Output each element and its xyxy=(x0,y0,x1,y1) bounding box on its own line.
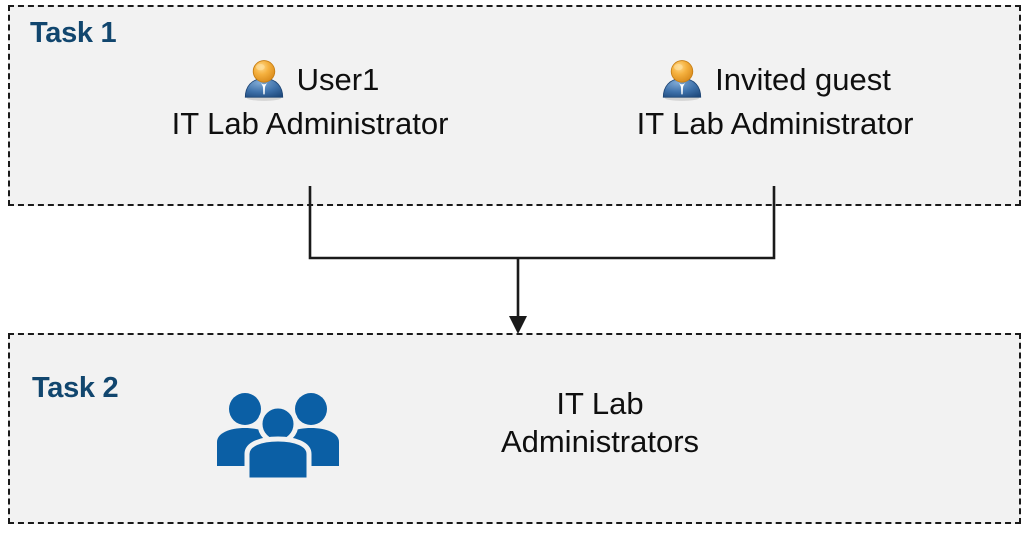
task-2-label: Task 2 xyxy=(32,372,119,404)
down-arrow-icon xyxy=(509,316,527,334)
person-guest-role: IT Lab Administrator xyxy=(636,106,914,141)
person-user1-role: IT Lab Administrator xyxy=(171,106,449,141)
group-name-line-1: IT Lab xyxy=(556,386,644,421)
person-guest-name: Invited guest xyxy=(715,62,891,97)
task-2-box xyxy=(8,333,1021,524)
group-name-label: IT Lab Administrators xyxy=(400,385,800,461)
person-entry-user1: User1 IT Lab Administrator xyxy=(120,54,500,142)
task-1-label: Task 1 xyxy=(30,17,117,49)
user-group-icon xyxy=(212,388,344,480)
group-name-line-2: Administrators xyxy=(500,423,700,459)
task-1-box xyxy=(8,5,1021,206)
person-guest-header: Invited guest xyxy=(575,54,975,106)
person-user1-header: User1 xyxy=(120,54,500,106)
user-icon xyxy=(241,57,287,103)
user-icon xyxy=(659,57,705,103)
person-user1-name: User1 xyxy=(296,62,380,97)
person-entry-invited-guest: Invited guest IT Lab Administrator xyxy=(575,54,975,142)
